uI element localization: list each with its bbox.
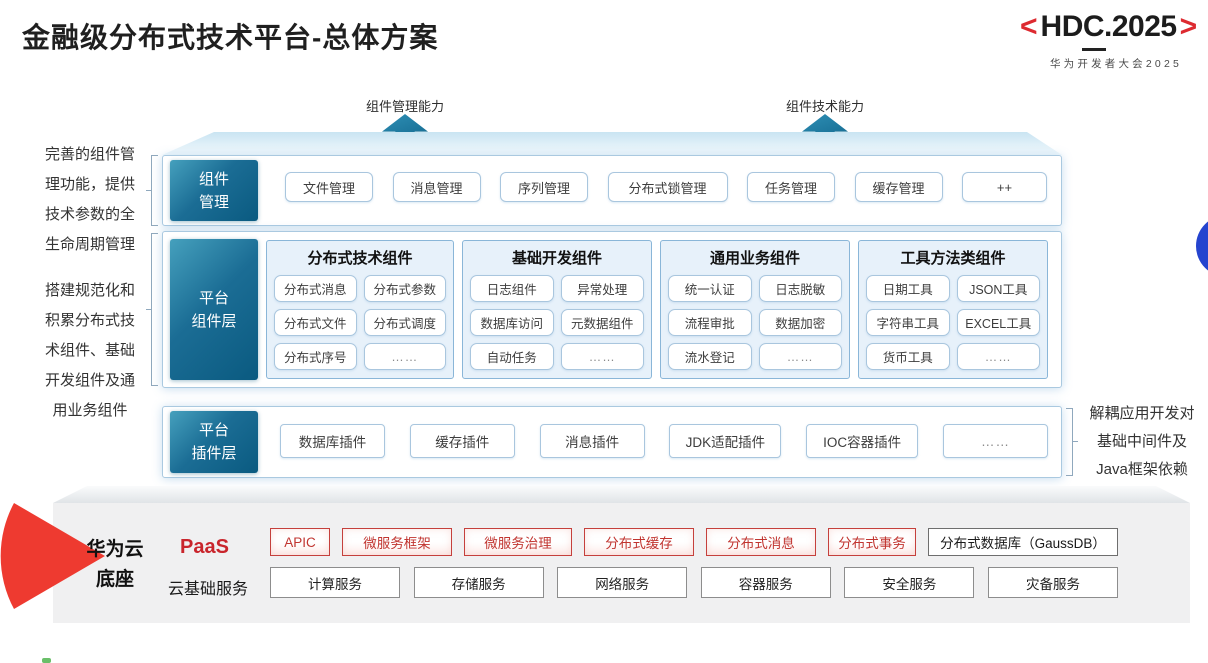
plugin-layer-label: 平台 插件层 bbox=[170, 411, 258, 473]
group-title: 分布式技术组件 bbox=[307, 250, 413, 267]
note-right: 解耦应用开发对 基础中间件及 Java框架依赖 bbox=[1089, 405, 1195, 478]
cloud-base-label: 华为云 底座 bbox=[86, 539, 144, 590]
comp-chip: 分布式消息 bbox=[274, 275, 357, 302]
logo-left-bracket-icon: < bbox=[1020, 10, 1038, 43]
mgmt-item-sequence: 序列管理 bbox=[500, 172, 588, 202]
paas-item-apic: APIC bbox=[270, 528, 330, 556]
comp-chip: JSON工具 bbox=[956, 275, 1040, 302]
plugin-jdk: JDK适配插件 bbox=[669, 424, 782, 458]
note-left-top: 完善的组件管 理功能，提供 技术参数的全 生命周期管理 bbox=[44, 146, 135, 253]
paas-item-ms-governance: 微服务治理 bbox=[464, 528, 572, 556]
paas-label: PaaS bbox=[180, 536, 229, 558]
logo-name: HDC.2025 bbox=[1040, 10, 1178, 43]
comp-chip: 分布式序号 bbox=[274, 343, 357, 370]
group-title: 通用业务组件 bbox=[709, 250, 800, 267]
paas-item-ms-framework: 微服务框架 bbox=[342, 528, 452, 556]
comp-chip: 流程审批 bbox=[668, 309, 752, 336]
left-bracket-components bbox=[151, 233, 158, 386]
svc-container: 容器服务 bbox=[700, 567, 831, 598]
management-items-row: 文件管理 消息管理 序列管理 分布式锁管理 任务管理 缓存管理 ++ bbox=[285, 172, 1047, 202]
mgmt-item-lock: 分布式锁管理 bbox=[607, 172, 728, 202]
group-tool-methods: 工具方法类组件 日期工具 JSON工具 字符串工具 EXCEL工具 货币工具 …… bbox=[858, 240, 1048, 379]
paas-item-dist-transaction: 分布式事务 bbox=[828, 528, 916, 556]
note-left-bottom: 搭建规范化和 积累分布式技 术组件、基础 开发组件及通 用业务组件 bbox=[44, 282, 135, 419]
left-bracket-management bbox=[151, 155, 158, 226]
group-common-business: 通用业务组件 统一认证 日志脱敏 流程审批 数据加密 流水登记 …… bbox=[660, 240, 850, 379]
component-layer-label: 平台 组件层 bbox=[170, 239, 258, 380]
platform-slab-top-face bbox=[162, 132, 1062, 155]
plugin-more: …… bbox=[942, 424, 1048, 458]
svc-disaster: 灾备服务 bbox=[987, 567, 1118, 598]
comp-chip: 元数据组件 bbox=[560, 309, 644, 336]
cloud-slab-body bbox=[53, 503, 1190, 623]
mgmt-item-cache: 缓存管理 bbox=[854, 172, 943, 202]
mgmt-item-file: 文件管理 bbox=[285, 172, 373, 202]
comp-chip-more: …… bbox=[956, 343, 1040, 370]
svc-network: 网络服务 bbox=[557, 567, 688, 598]
plugin-database: 数据库插件 bbox=[280, 424, 385, 458]
logo-underline bbox=[1082, 48, 1106, 51]
capability-label-management: 组件管理能力 bbox=[365, 99, 444, 114]
comp-chip: 数据库访问 bbox=[470, 309, 554, 336]
paas-items-row: APIC 微服务框架 微服务治理 分布式缓存 分布式消息 分布式事务 分布式数据… bbox=[270, 528, 1118, 556]
comp-chip: 分布式调度 bbox=[363, 309, 446, 336]
comp-chip: 数据加密 bbox=[758, 309, 842, 336]
blue-circle-decoration bbox=[1196, 215, 1208, 277]
paas-item-gaussdb: 分布式数据库（GaussDB） bbox=[928, 528, 1118, 556]
svc-storage: 存储服务 bbox=[413, 567, 544, 598]
comp-chip: 分布式文件 bbox=[274, 309, 357, 336]
logo-right-bracket-icon: > bbox=[1179, 10, 1198, 43]
red-wedge-icon bbox=[0, 503, 105, 609]
capability-label-technology: 组件技术能力 bbox=[785, 99, 864, 114]
page-title: 金融级分布式技术平台-总体方案 bbox=[22, 22, 439, 53]
comp-chip-more: …… bbox=[560, 343, 644, 370]
right-bracket-plugins bbox=[1066, 408, 1073, 476]
cloud-services-label: 云基础服务 bbox=[168, 581, 249, 598]
comp-chip-more: …… bbox=[758, 343, 842, 370]
green-mark-decoration bbox=[42, 658, 51, 663]
svc-security: 安全服务 bbox=[844, 567, 975, 598]
comp-chip-more: …… bbox=[363, 343, 446, 370]
group-basic-dev: 基础开发组件 日志组件 异常处理 数据库访问 元数据组件 自动任务 …… bbox=[462, 240, 652, 379]
comp-chip: 字符串工具 bbox=[866, 309, 950, 336]
comp-chip: 日志组件 bbox=[470, 275, 554, 302]
plugin-cache: 缓存插件 bbox=[409, 424, 515, 458]
mgmt-item-plus: ++ bbox=[962, 172, 1047, 202]
group-title: 基础开发组件 bbox=[511, 250, 602, 267]
plugin-items-row: 数据库插件 缓存插件 消息插件 JDK适配插件 IOC容器插件 …… bbox=[280, 424, 1048, 458]
mgmt-item-task: 任务管理 bbox=[747, 172, 835, 202]
comp-chip: 异常处理 bbox=[560, 275, 644, 302]
paas-item-dist-cache: 分布式缓存 bbox=[584, 528, 694, 556]
left-bracket-tick bbox=[146, 190, 151, 191]
plugin-message: 消息插件 bbox=[539, 424, 645, 458]
management-layer-label: 组件 管理 bbox=[170, 160, 258, 221]
comp-chip: 日期工具 bbox=[866, 275, 950, 302]
paas-item-dist-message: 分布式消息 bbox=[706, 528, 816, 556]
cloud-slab-top-face bbox=[53, 486, 1190, 503]
hdc-logo: < HDC.2025 > bbox=[1020, 10, 1197, 44]
comp-chip: EXCEL工具 bbox=[956, 309, 1040, 336]
plugin-ioc: IOC容器插件 bbox=[806, 424, 919, 458]
group-distributed-tech: 分布式技术组件 分布式消息 分布式参数 分布式文件 分布式调度 分布式序号 …… bbox=[266, 240, 454, 379]
comp-chip: 货币工具 bbox=[866, 343, 950, 370]
svc-compute: 计算服务 bbox=[270, 567, 400, 598]
group-title: 工具方法类组件 bbox=[900, 250, 1006, 267]
comp-chip: 自动任务 bbox=[470, 343, 554, 370]
comp-chip: 流水登记 bbox=[668, 343, 752, 370]
mgmt-item-message: 消息管理 bbox=[392, 172, 481, 202]
comp-chip: 分布式参数 bbox=[363, 275, 446, 302]
cloud-services-row: 计算服务 存储服务 网络服务 容器服务 安全服务 灾备服务 bbox=[270, 567, 1118, 598]
right-bracket-tick bbox=[1073, 441, 1078, 442]
comp-chip: 日志脱敏 bbox=[758, 275, 842, 302]
left-bracket-tick bbox=[146, 309, 151, 310]
comp-chip: 统一认证 bbox=[668, 275, 752, 302]
logo-subtitle: 华为开发者大会2025 bbox=[1049, 58, 1183, 70]
